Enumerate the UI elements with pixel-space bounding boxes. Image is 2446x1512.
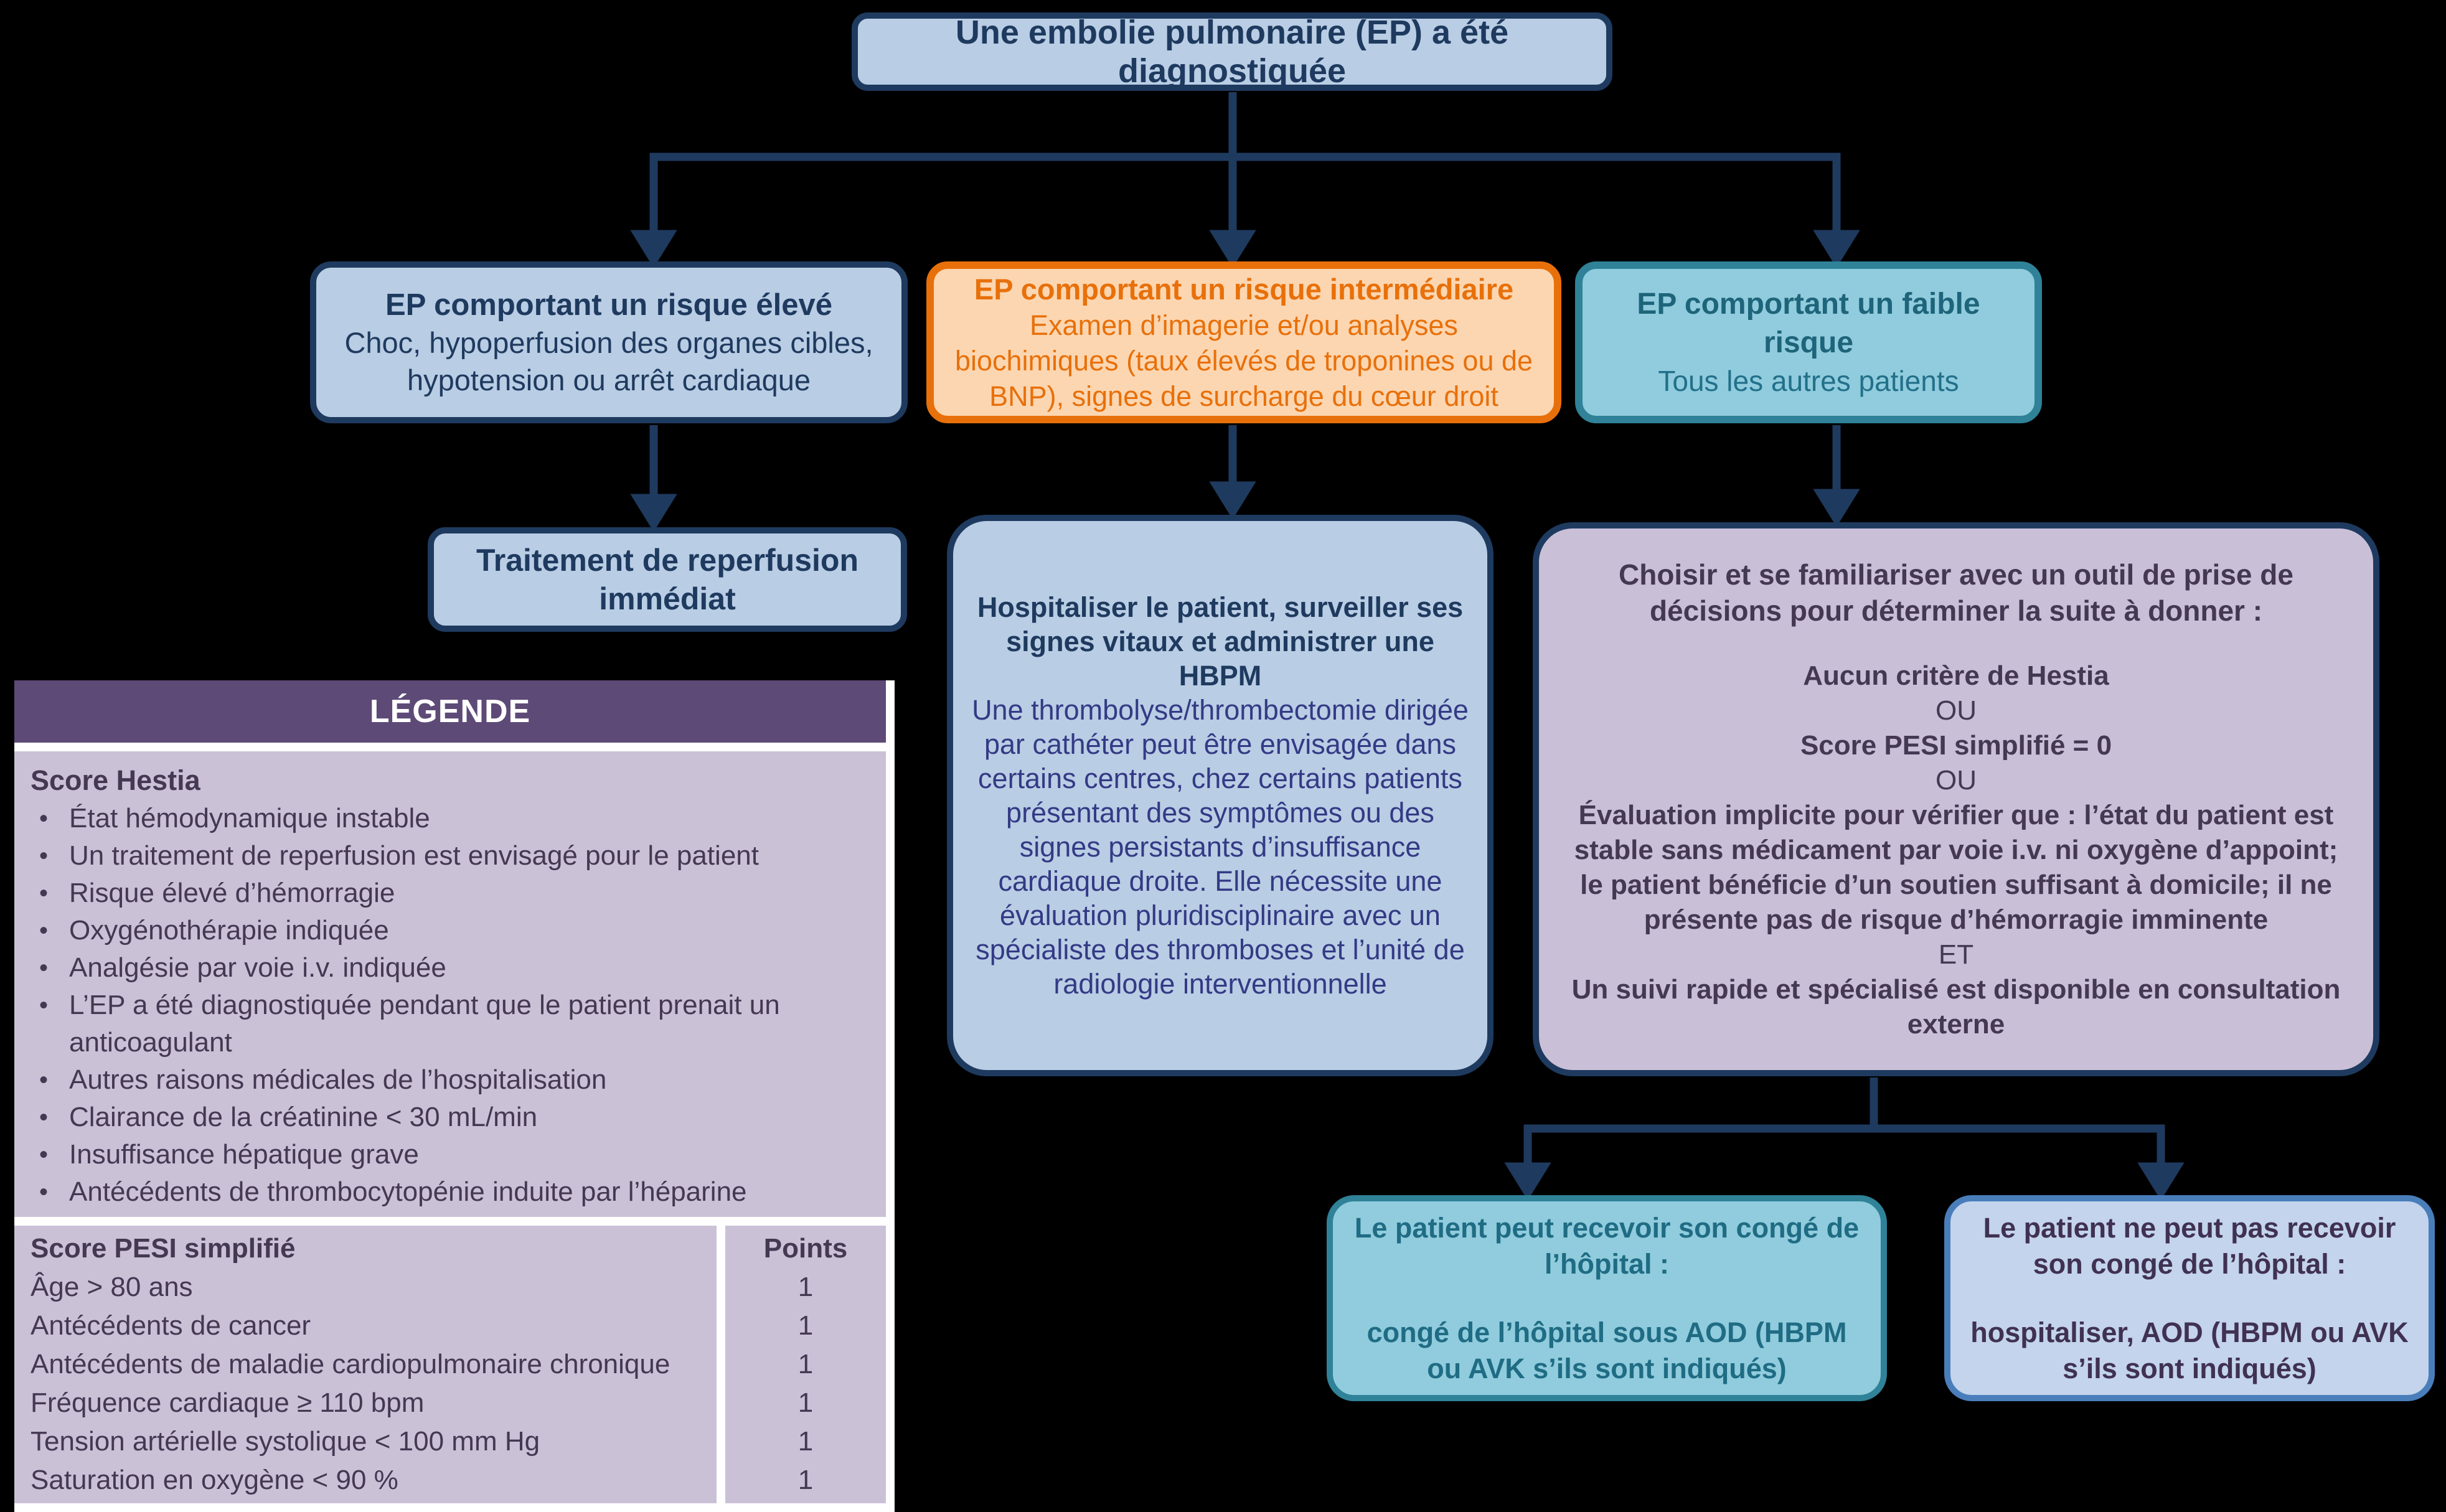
hestia-title: Score Hestia	[31, 764, 200, 796]
arrowhead-hospitalize	[1209, 481, 1256, 520]
bullet-icon: •	[39, 1141, 49, 1168]
pesi-row-label: Saturation en oxygène < 90 %	[31, 1465, 398, 1495]
hestia-item: Clairance de la créatinine < 30 mL/min	[69, 1102, 538, 1132]
reperfusion-label: Traitement de reperfusion immédiat	[476, 543, 859, 616]
hospitalize-title: Hospitaliser le patient, surveiller ses …	[977, 591, 1464, 692]
pesi-label-column: Score PESI simplifié Âge > 80 ans Antécé…	[14, 1226, 717, 1503]
hestia-item: État hémodynamique instable	[69, 803, 430, 833]
pesi-title: Score PESI simplifié	[31, 1233, 296, 1264]
arrowhead-discharge-yes	[1504, 1162, 1551, 1201]
pesi-points-header: Points	[763, 1233, 848, 1264]
low-risk-box: EP comportant un faible risque Tous les …	[1575, 261, 2042, 423]
bullet-icon: •	[39, 880, 49, 907]
hestia-item: Antécédents de thrombocytopénie induite …	[69, 1176, 747, 1207]
pesi-row-label: Tension artérielle systolique < 100 mm H…	[31, 1426, 540, 1457]
pesi-row-points: 1	[797, 1272, 814, 1302]
list-item: • Antécédents de thrombocytopénie induit…	[31, 1173, 870, 1211]
intermediate-risk-title: EP comportant un risque intermédiaire	[974, 272, 1514, 306]
list-item: • Oxygénothérapie indiquée	[31, 912, 870, 949]
hestia-item: Un traitement de reperfusion est envisag…	[69, 840, 759, 871]
pesi-row-points: 1	[797, 1388, 814, 1418]
decision-line-followup: Un suivi rapide et spécialisé est dispon…	[1571, 974, 2341, 1040]
hestia-item: Risque élevé d’hémorragie	[69, 878, 395, 908]
arrowhead-low-risk	[1813, 230, 1860, 268]
legend-panel: LÉGENDE Score Hestia • État hémodynamiqu…	[14, 680, 895, 1512]
root-diagnosis-box: Une embolie pulmonaire (EP) a été diagno…	[852, 12, 1612, 91]
list-item: • Clairance de la créatinine < 30 mL/min	[31, 1099, 870, 1136]
legend-pesi-section: Score PESI simplifié Âge > 80 ans Antécé…	[14, 1226, 886, 1503]
bullet-icon: •	[39, 1178, 49, 1206]
hestia-item: Insuffisance hépatique grave	[69, 1139, 419, 1170]
intermediate-risk-box: EP comportant un risque intermédiaire Ex…	[926, 261, 1561, 423]
decision-line-pesi: Score PESI simplifié = 0	[1800, 730, 2112, 761]
root-diagnosis-label: Une embolie pulmonaire (EP) a été diagno…	[955, 14, 1509, 90]
discharge-no-body: hospitaliser, AOD (HBPM ou AVK s’ils son…	[1970, 1316, 2409, 1384]
pesi-row-label: Antécédents de cancer	[31, 1310, 311, 1341]
decision-line-and: ET	[1938, 939, 1974, 970]
list-item: • État hémodynamique instable	[31, 800, 870, 837]
pesi-row-points: 1	[797, 1310, 814, 1341]
hospitalize-body: Une thrombolyse/thrombectomie dirigée pa…	[972, 694, 1469, 1000]
pesi-row-points: 1	[797, 1426, 814, 1457]
arrowhead-reperfusion	[630, 494, 677, 532]
pesi-points-column: Points 1 1 1 1 1 1	[725, 1226, 886, 1503]
decision-line-or-1: OU	[1936, 695, 1977, 726]
legend-header: LÉGENDE	[14, 680, 886, 743]
arrowhead-discharge-no	[2137, 1162, 2185, 1201]
list-item: • L’EP a été diagnostiquée pendant que l…	[31, 987, 870, 1061]
bullet-icon: •	[39, 954, 49, 982]
decision-line-hestia: Aucun critère de Hestia	[1803, 660, 2109, 691]
hestia-item: Autres raisons médicales de l’hospitalis…	[69, 1064, 607, 1095]
list-item: • Insuffisance hépatique grave	[31, 1136, 870, 1173]
arrowhead-decision	[1813, 489, 1860, 527]
decision-line-or-2: OU	[1936, 765, 1977, 796]
pesi-row-points: 1	[797, 1349, 814, 1379]
bullet-icon: •	[39, 992, 49, 1019]
legend-header-label: LÉGENDE	[369, 693, 531, 730]
arrowhead-intermediate-risk	[1209, 230, 1256, 268]
discharge-yes-title: Le patient peut recevoir son congé de l’…	[1354, 1211, 1860, 1280]
list-item: • Autres raisons médicales de l’hospital…	[31, 1061, 870, 1099]
discharge-no-title: Le patient ne peut pas recevoir son cong…	[1983, 1211, 2396, 1280]
high-risk-title: EP comportant un risque élevé	[385, 288, 832, 322]
decision-line-implicit-eval: Évaluation implicite pour vérifier que :…	[1574, 800, 2338, 935]
pesi-row-points: 1	[797, 1465, 814, 1495]
pesi-row-label: Âge > 80 ans	[31, 1272, 193, 1302]
pesi-row-label: Fréquence cardiaque ≥ 110 bpm	[31, 1388, 425, 1418]
discharge-yes-box: Le patient peut recevoir son congé de l’…	[1327, 1195, 1887, 1401]
discharge-yes-body: congé de l’hôpital sous AOD (HBPM ou AVK…	[1366, 1316, 1847, 1384]
reperfusion-box: Traitement de reperfusion immédiat	[428, 527, 907, 632]
bullet-icon: •	[39, 1066, 49, 1094]
high-risk-body: Choc, hypoperfusion des organes cibles, …	[344, 326, 873, 397]
list-item: • Un traitement de reperfusion est envis…	[31, 837, 870, 875]
hestia-item: Analgésie par voie i.v. indiquée	[69, 952, 446, 983]
bullet-icon: •	[39, 917, 49, 944]
bullet-icon: •	[39, 805, 49, 832]
list-item: • Risque élevé d’hémorragie	[31, 875, 870, 912]
bullet-icon: •	[39, 842, 49, 870]
hestia-item: L’EP a été diagnostiquée pendant que le …	[69, 990, 780, 1058]
hospitalize-box: Hospitaliser le patient, surveiller ses …	[947, 515, 1493, 1076]
low-risk-title: EP comportant un faible risque	[1637, 288, 1980, 359]
pesi-row-label: Antécédents de maladie cardiopulmonaire …	[31, 1349, 670, 1379]
intermediate-risk-body: Examen d’imagerie et/ou analyses biochim…	[954, 309, 1533, 412]
bullet-icon: •	[39, 1104, 49, 1131]
low-risk-body: Tous les autres patients	[1658, 365, 1959, 397]
discharge-no-box: Le patient ne peut pas recevoir son cong…	[1944, 1195, 2435, 1401]
decision-tool-box: Choisir et se familiariser avec un outil…	[1533, 522, 2379, 1076]
hestia-item: Oxygénothérapie indiquée	[69, 915, 389, 946]
legend-hestia-section: Score Hestia • État hémodynamique instab…	[14, 751, 886, 1217]
decision-tool-title: Choisir et se familiariser avec un outil…	[1619, 558, 2293, 627]
list-item: • Analgésie par voie i.v. indiquée	[31, 949, 870, 987]
high-risk-box: EP comportant un risque élevé Choc, hypo…	[310, 261, 908, 423]
arrowhead-high-risk	[630, 230, 677, 268]
